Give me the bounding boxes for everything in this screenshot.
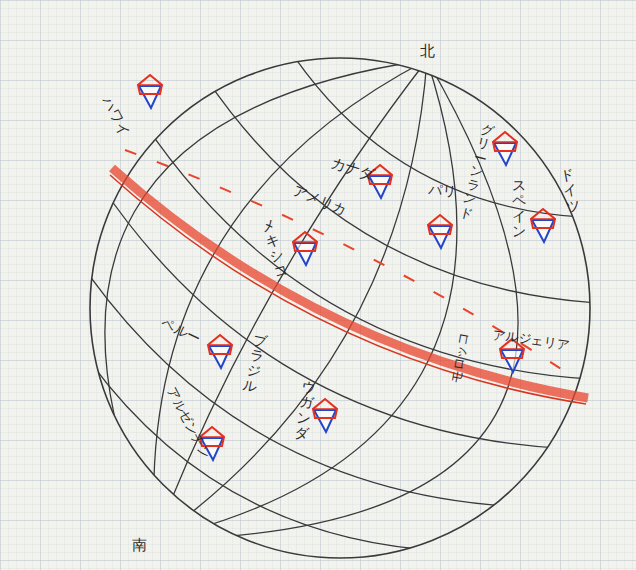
place-label: ハワイ	[99, 94, 134, 139]
place-label: ドイツ	[559, 167, 581, 215]
dashed-line	[125, 150, 575, 378]
parallel-line	[118, 441, 342, 567]
marker-blue	[209, 346, 231, 368]
marker-red	[313, 408, 337, 410]
marker-blue	[532, 220, 554, 242]
marker-blue	[294, 243, 316, 265]
marker-red	[428, 215, 452, 234]
place-label: カナダ	[328, 153, 376, 184]
equator-band	[112, 168, 588, 398]
marker-blue	[501, 350, 523, 372]
marker-red	[208, 344, 232, 346]
place-label: パリ	[427, 181, 456, 200]
marker-red	[428, 224, 452, 226]
place-label: スペイン	[512, 178, 526, 240]
globe-grid	[76, 51, 606, 567]
marker-red	[293, 232, 317, 251]
marker-group	[138, 75, 555, 460]
meridian-line	[105, 60, 427, 540]
place-label: 南	[132, 536, 147, 554]
place-label: アルジェリア	[491, 327, 570, 353]
place-label: アルゼンチン	[164, 385, 214, 461]
globe-outline	[90, 58, 590, 558]
marker-red	[493, 141, 517, 143]
place-label: メキシコ	[260, 217, 289, 280]
marker-red	[531, 218, 555, 220]
country-marker	[428, 215, 452, 248]
meridian-line	[155, 60, 518, 540]
marker-red	[138, 75, 162, 94]
marker-red	[293, 241, 317, 243]
parallel-line	[206, 78, 607, 304]
marker-red	[138, 84, 162, 86]
marker-blue	[429, 226, 451, 248]
place-label: ペルー	[158, 314, 203, 347]
marker-red	[531, 209, 555, 228]
place-label: モロッコ	[448, 331, 472, 385]
marker-red	[500, 348, 524, 350]
country-marker	[493, 132, 517, 165]
marker-blue	[139, 86, 161, 108]
country-marker	[531, 209, 555, 242]
country-marker	[293, 232, 317, 265]
parallel-line	[290, 51, 586, 218]
marker-red	[208, 335, 232, 354]
country-marker	[313, 399, 337, 432]
equator-band-edge	[110, 175, 586, 404]
place-label: アメリカ	[291, 182, 349, 219]
marker-red	[313, 399, 337, 418]
place-label: 北	[420, 42, 435, 60]
marker-blue	[314, 410, 336, 432]
marker-blue	[494, 143, 516, 165]
country-marker	[208, 335, 232, 368]
place-label: ブラジル	[242, 332, 268, 395]
place-label: ウガンダ	[294, 379, 316, 442]
country-marker	[138, 75, 162, 108]
place-label: グリーンランド	[458, 122, 495, 222]
marker-red	[493, 132, 517, 151]
